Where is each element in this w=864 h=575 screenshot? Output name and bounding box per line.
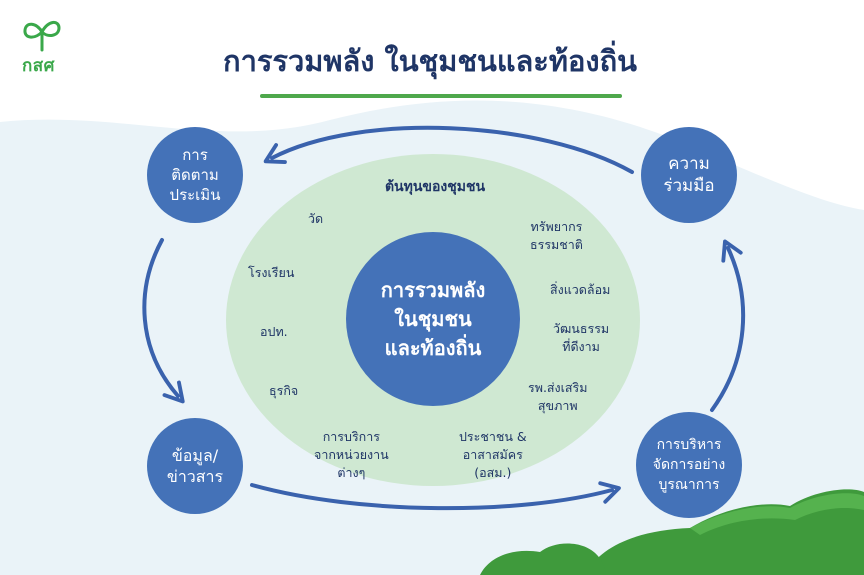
capital-label: วัฒนธรรม (553, 321, 610, 336)
capital-label: ธุรกิจ (269, 383, 299, 398)
node-integrated-management: การบริหาร จัดการอย่าง บูรณาการ (636, 412, 742, 518)
title-underline (260, 94, 622, 98)
node-cooperation-line: ร่วมมือ (663, 176, 715, 196)
node-evaluation-line: ประเมิน (169, 186, 221, 204)
capital-label: วัด (308, 211, 324, 226)
node-evaluation-line: การ (182, 146, 208, 164)
capital-title: ต้นทุนของชุมชน (384, 179, 486, 195)
capital-label: สุขภาพ (537, 398, 578, 413)
center-line: ในชุมชน (394, 306, 472, 331)
capital-health-hospital: รพ.ส่งเสริม สุขภาพ (528, 379, 588, 415)
arrow-info-to-mgmt (250, 481, 621, 511)
center-line: การรวมพลัง (380, 277, 486, 302)
capital-label: ที่ดีงาม (562, 339, 600, 354)
arrow-eval-to-info (142, 238, 185, 404)
node-cooperation-line: ความ (668, 154, 710, 174)
capital-environment: สิ่งแวดล้อม (550, 281, 610, 299)
node-management-line: การบริหาร (656, 437, 722, 453)
grass-right-highlight (690, 493, 864, 535)
capital-business: ธุรกิจ (269, 382, 298, 400)
capital-label: ทรัพยากร (530, 219, 583, 234)
logo: กสศ (22, 18, 82, 78)
capital-label: ธรรมชาติ (530, 237, 583, 252)
capital-label: ต่างๆ (337, 465, 366, 480)
node-evaluation: การ ติดตาม ประเมิน (147, 127, 243, 223)
capital-agency-services: การบริการ จากหน่วยงาน ต่างๆ (314, 428, 389, 482)
capital-label: รพ.ส่งเสริม (528, 380, 588, 395)
node-cooperation: ความ ร่วมมือ (641, 127, 737, 223)
node-management-line: จัดการอย่าง (652, 457, 726, 473)
capital-label: อาสาสมัคร (462, 447, 523, 462)
arrow-mgmt-to-coop (710, 239, 746, 412)
capital-temple: วัด (308, 210, 323, 228)
capital-label: สิ่งแวดล้อม (550, 282, 611, 297)
capital-natural-resources: ทรัพยากร ธรรมชาติ (530, 218, 583, 254)
sprout-icon (23, 21, 61, 52)
node-information-line: ข้อมูล/ (171, 446, 219, 465)
capital-label: การบริการ (322, 429, 380, 444)
node-information-line: ข่าวสาร (166, 467, 224, 486)
capital-label: ประชาชน & (459, 429, 527, 444)
node-evaluation-line: ติดตาม (171, 166, 219, 184)
capital-label: โรงเรียน (248, 265, 295, 280)
capital-school: โรงเรียน (248, 264, 294, 282)
grass-left (480, 543, 606, 575)
node-information: ข้อมูล/ ข่าวสาร (147, 418, 243, 514)
arrow-coop-to-eval (263, 125, 634, 174)
center-line: และท้องถิ่น (384, 335, 482, 360)
node-management-line: บูรณาการ (658, 477, 720, 493)
capital-label: อปท. (260, 324, 288, 339)
capital-label: (อสม.) (474, 465, 512, 480)
capital-local-admin: อปท. (260, 323, 288, 341)
center-circle: การรวมพลัง ในชุมชน และท้องถิ่น (346, 232, 520, 406)
page-title: การรวมพลัง ในชุมชนและท้องถิ่น (223, 44, 637, 78)
capital-label: จากหน่วยงาน (314, 447, 389, 462)
capital-culture: วัฒนธรรม ที่ดีงาม (553, 320, 609, 356)
capital-people-volunteers: ประชาชน & อาสาสมัคร (อสม.) (459, 428, 527, 482)
logo-text: กสศ (22, 56, 55, 76)
